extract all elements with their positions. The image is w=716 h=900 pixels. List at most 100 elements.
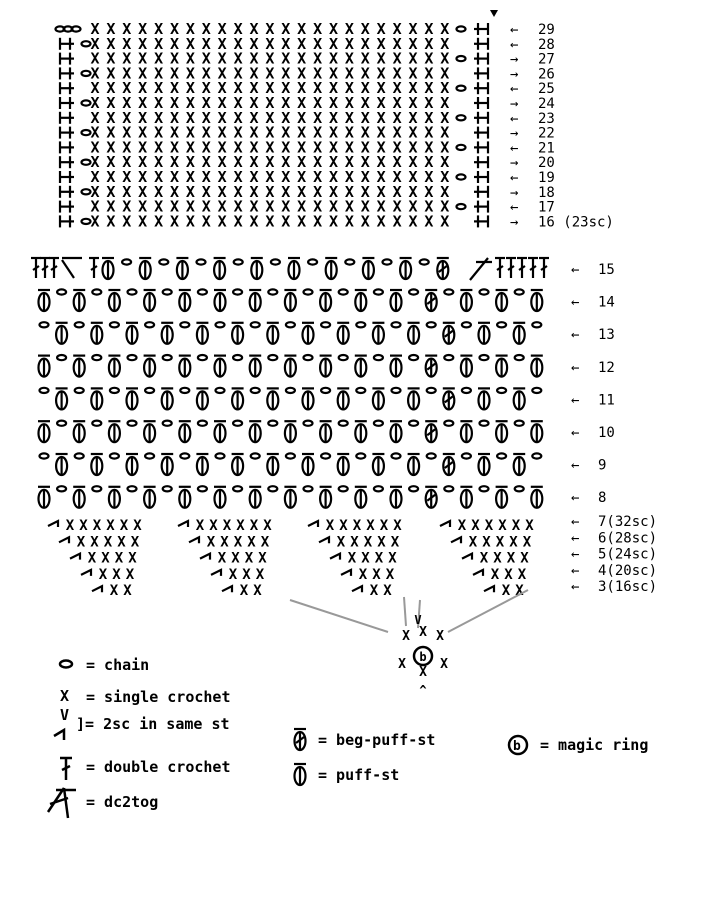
puff-mark: [336, 387, 350, 411]
sc-mark: X: [440, 198, 449, 216]
legend-sc: = single crochet: [86, 688, 231, 706]
row-direction-arrow: ←: [571, 262, 579, 278]
sc-mark: X: [133, 518, 142, 534]
sc-mark: X: [380, 518, 389, 534]
dc-mark: [528, 256, 538, 278]
sc-mark: X: [348, 551, 357, 567]
puff-mark: [195, 452, 209, 477]
chain-mark: [302, 419, 314, 427]
sc-mark: X: [469, 534, 478, 550]
sc-mark: X: [265, 20, 274, 38]
sc-mark: X: [106, 79, 115, 97]
puff-mark: [231, 387, 245, 411]
sc-mark: X: [154, 124, 163, 142]
two-sc-mark: [340, 568, 353, 576]
legend-begpuff: = beg-puff-st: [318, 731, 435, 749]
sc-mark: X: [170, 168, 179, 186]
sc-mark: X: [471, 518, 480, 534]
dc-mark: [506, 256, 516, 278]
chain-mark: [455, 143, 467, 152]
beg-puff-mark: [424, 354, 438, 378]
sc-mark: X: [202, 35, 211, 53]
turning-chain-mark: [58, 156, 74, 169]
chain-mark: [408, 485, 420, 493]
sc-mark: X: [313, 79, 322, 97]
chain-mark: [214, 452, 226, 460]
row-label: 28: [538, 37, 555, 53]
sc-mark: X: [77, 534, 86, 550]
row-direction-arrow: ←: [571, 425, 579, 441]
sc-mark: X: [393, 64, 402, 82]
puff-mark: [248, 354, 262, 378]
row-label: 15: [598, 262, 615, 278]
chain-mark: [80, 69, 92, 78]
sc-mark: X: [106, 64, 115, 82]
sc-mark: X: [90, 124, 99, 142]
sc-mark: X: [329, 79, 338, 97]
sc-mark: X: [234, 212, 243, 230]
sc-mark: X: [90, 64, 99, 82]
sc-mark: X: [281, 124, 290, 142]
puff-symbol: [293, 762, 307, 787]
puff-mark: [178, 485, 192, 509]
chain-mark: [38, 386, 50, 395]
chain-mark: [455, 173, 467, 181]
sc-mark: X: [345, 168, 354, 186]
sc-mark: X: [218, 109, 227, 127]
sc-mark: X: [218, 168, 227, 186]
sc-mark: X: [218, 94, 227, 112]
row-direction-arrow: →: [510, 52, 518, 68]
sc-mark: X: [250, 518, 259, 534]
turning-chain-mark: [474, 171, 490, 183]
chain-symbol: [58, 659, 74, 669]
sc-mark: X: [138, 168, 147, 186]
legend-chain: = chain: [86, 656, 149, 674]
sc-mark: X: [122, 20, 131, 38]
puff-mark: [319, 485, 333, 509]
puff-mark: [101, 256, 115, 281]
sc-mark: X: [170, 64, 179, 82]
sc-mark: X: [154, 79, 163, 97]
sc-mark: X: [377, 94, 386, 112]
chain-mark: [320, 386, 332, 395]
puff-mark: [125, 321, 139, 345]
puff-mark: [324, 256, 338, 281]
sc-mark: X: [345, 64, 354, 82]
sc-mark: X: [424, 109, 433, 127]
connector-line: [289, 599, 389, 633]
dc2tog-mark: [469, 257, 492, 281]
puff-mark: [371, 387, 385, 411]
sc-mark: X: [329, 138, 338, 156]
sc-mark: X: [329, 94, 338, 112]
sc-mark: X: [297, 64, 306, 82]
sc-mark: X: [281, 198, 290, 216]
sc-mark: X: [122, 168, 131, 186]
sc-mark: X: [393, 198, 402, 216]
legend-dc2tog: = dc2tog: [86, 793, 158, 811]
sc-mark: X: [170, 35, 179, 53]
chain-mark: [55, 485, 68, 493]
chain-mark: [513, 485, 525, 493]
sc-mark: X: [313, 212, 322, 230]
chain-mark: [302, 485, 314, 493]
chain-mark: [91, 353, 103, 362]
sc-mark: X: [218, 551, 227, 567]
sc-mark: X: [424, 183, 433, 201]
turning-chain-mark: [58, 126, 74, 139]
sc-mark: X: [90, 198, 99, 216]
chain-mark: [418, 258, 430, 266]
sc-mark: X: [458, 518, 467, 534]
sc-mark: X: [90, 183, 99, 201]
sc-mark: X: [154, 20, 163, 38]
puff-mark: [54, 387, 69, 411]
beg-puff-mark: [424, 420, 438, 444]
legend-ring: = magic ring: [540, 736, 648, 754]
turning-chain-mark: [474, 23, 490, 35]
sc-mark: X: [106, 20, 115, 38]
sc-mark: X: [345, 109, 354, 127]
sc-mark: X: [154, 138, 163, 156]
chain-mark: [344, 258, 356, 266]
turning-chain-mark: [474, 200, 490, 213]
chain-mark: [455, 202, 467, 211]
puff-mark: [512, 321, 526, 345]
